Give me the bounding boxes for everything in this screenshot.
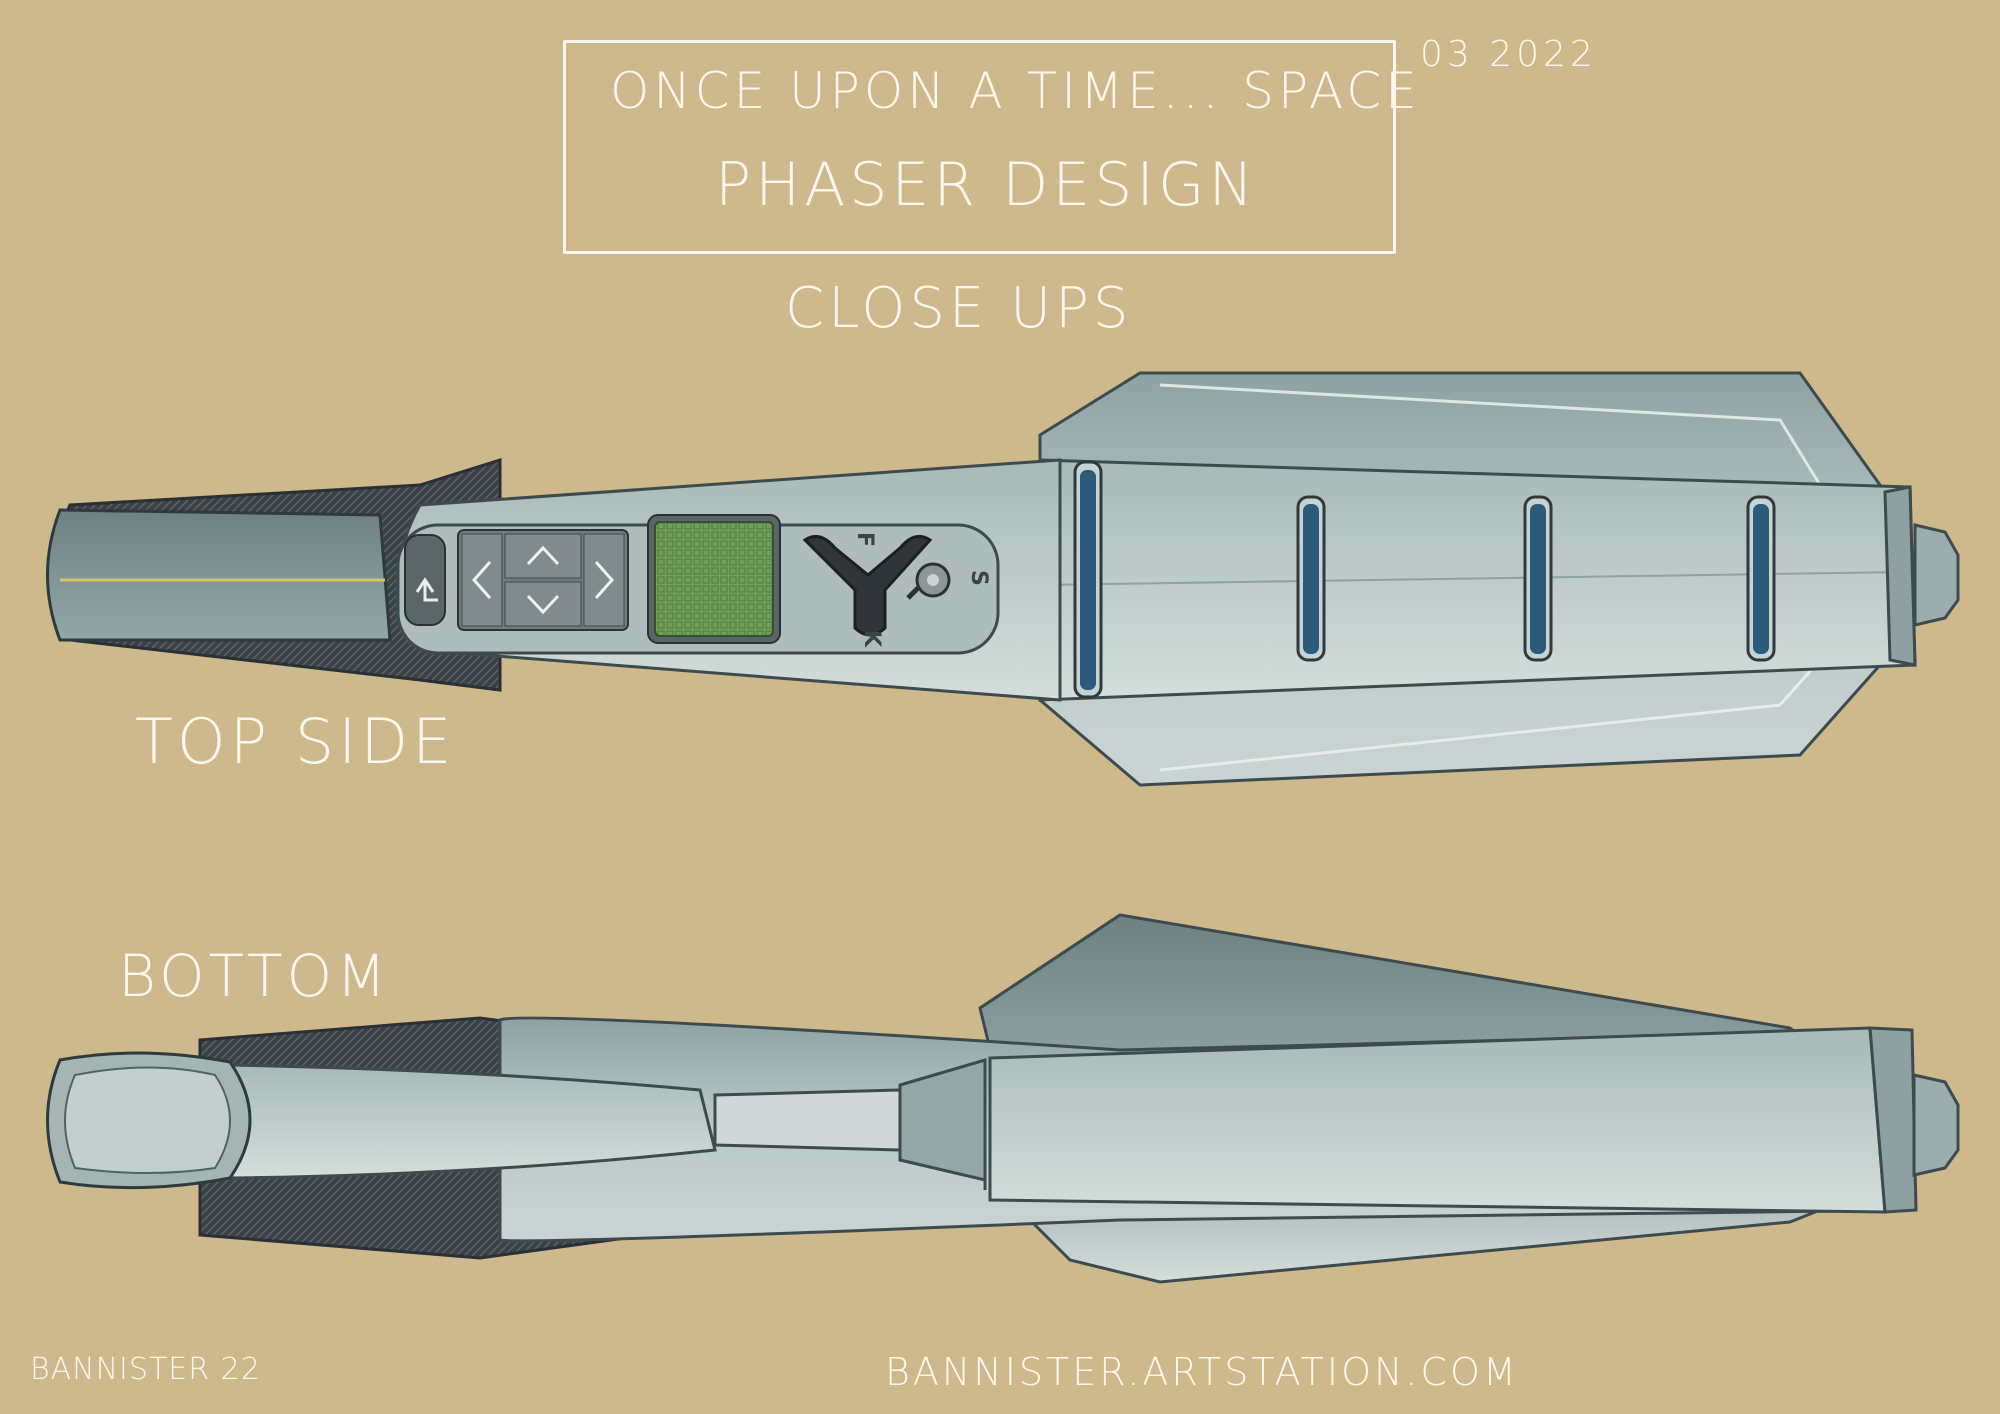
top-view-phaser: F S K [46, 371, 1960, 787]
cooling-slots [1073, 460, 1776, 699]
dpad-up-button[interactable] [504, 533, 582, 579]
y-selector-icon[interactable] [802, 534, 933, 637]
top-side-label: TOP SIDE [135, 705, 456, 778]
dpad-left-button[interactable] [461, 533, 503, 627]
website-url: BANNISTER.ARTSTATION.COM [885, 1350, 1519, 1394]
subtitle-close-ups: CLOSE UPS [785, 276, 1133, 341]
mode-letter-f: F [852, 532, 877, 547]
chevron-right-icon [594, 561, 615, 599]
title-box [563, 40, 1396, 254]
chevron-down-icon [526, 594, 560, 615]
title-line-2: PHASER DESIGN [715, 150, 1258, 220]
mode-letter-s: S [966, 570, 991, 586]
title-line-1: ONCE UPON A TIME... SPACE [610, 62, 1421, 120]
chevron-up-icon [526, 545, 560, 566]
signature: BANNISTER 22 [30, 1352, 261, 1387]
mode-letter-k: K [859, 630, 884, 648]
bottom-label: BOTTOM [118, 942, 391, 1010]
dpad-down-button[interactable] [504, 581, 582, 627]
date-label: 03 2022 [1420, 34, 1597, 75]
chevron-left-icon [471, 561, 492, 599]
bottom-view-phaser [46, 913, 1960, 1284]
dpad-right-button[interactable] [583, 533, 625, 627]
display-screen [654, 521, 774, 637]
back-arrow-icon [415, 577, 438, 602]
